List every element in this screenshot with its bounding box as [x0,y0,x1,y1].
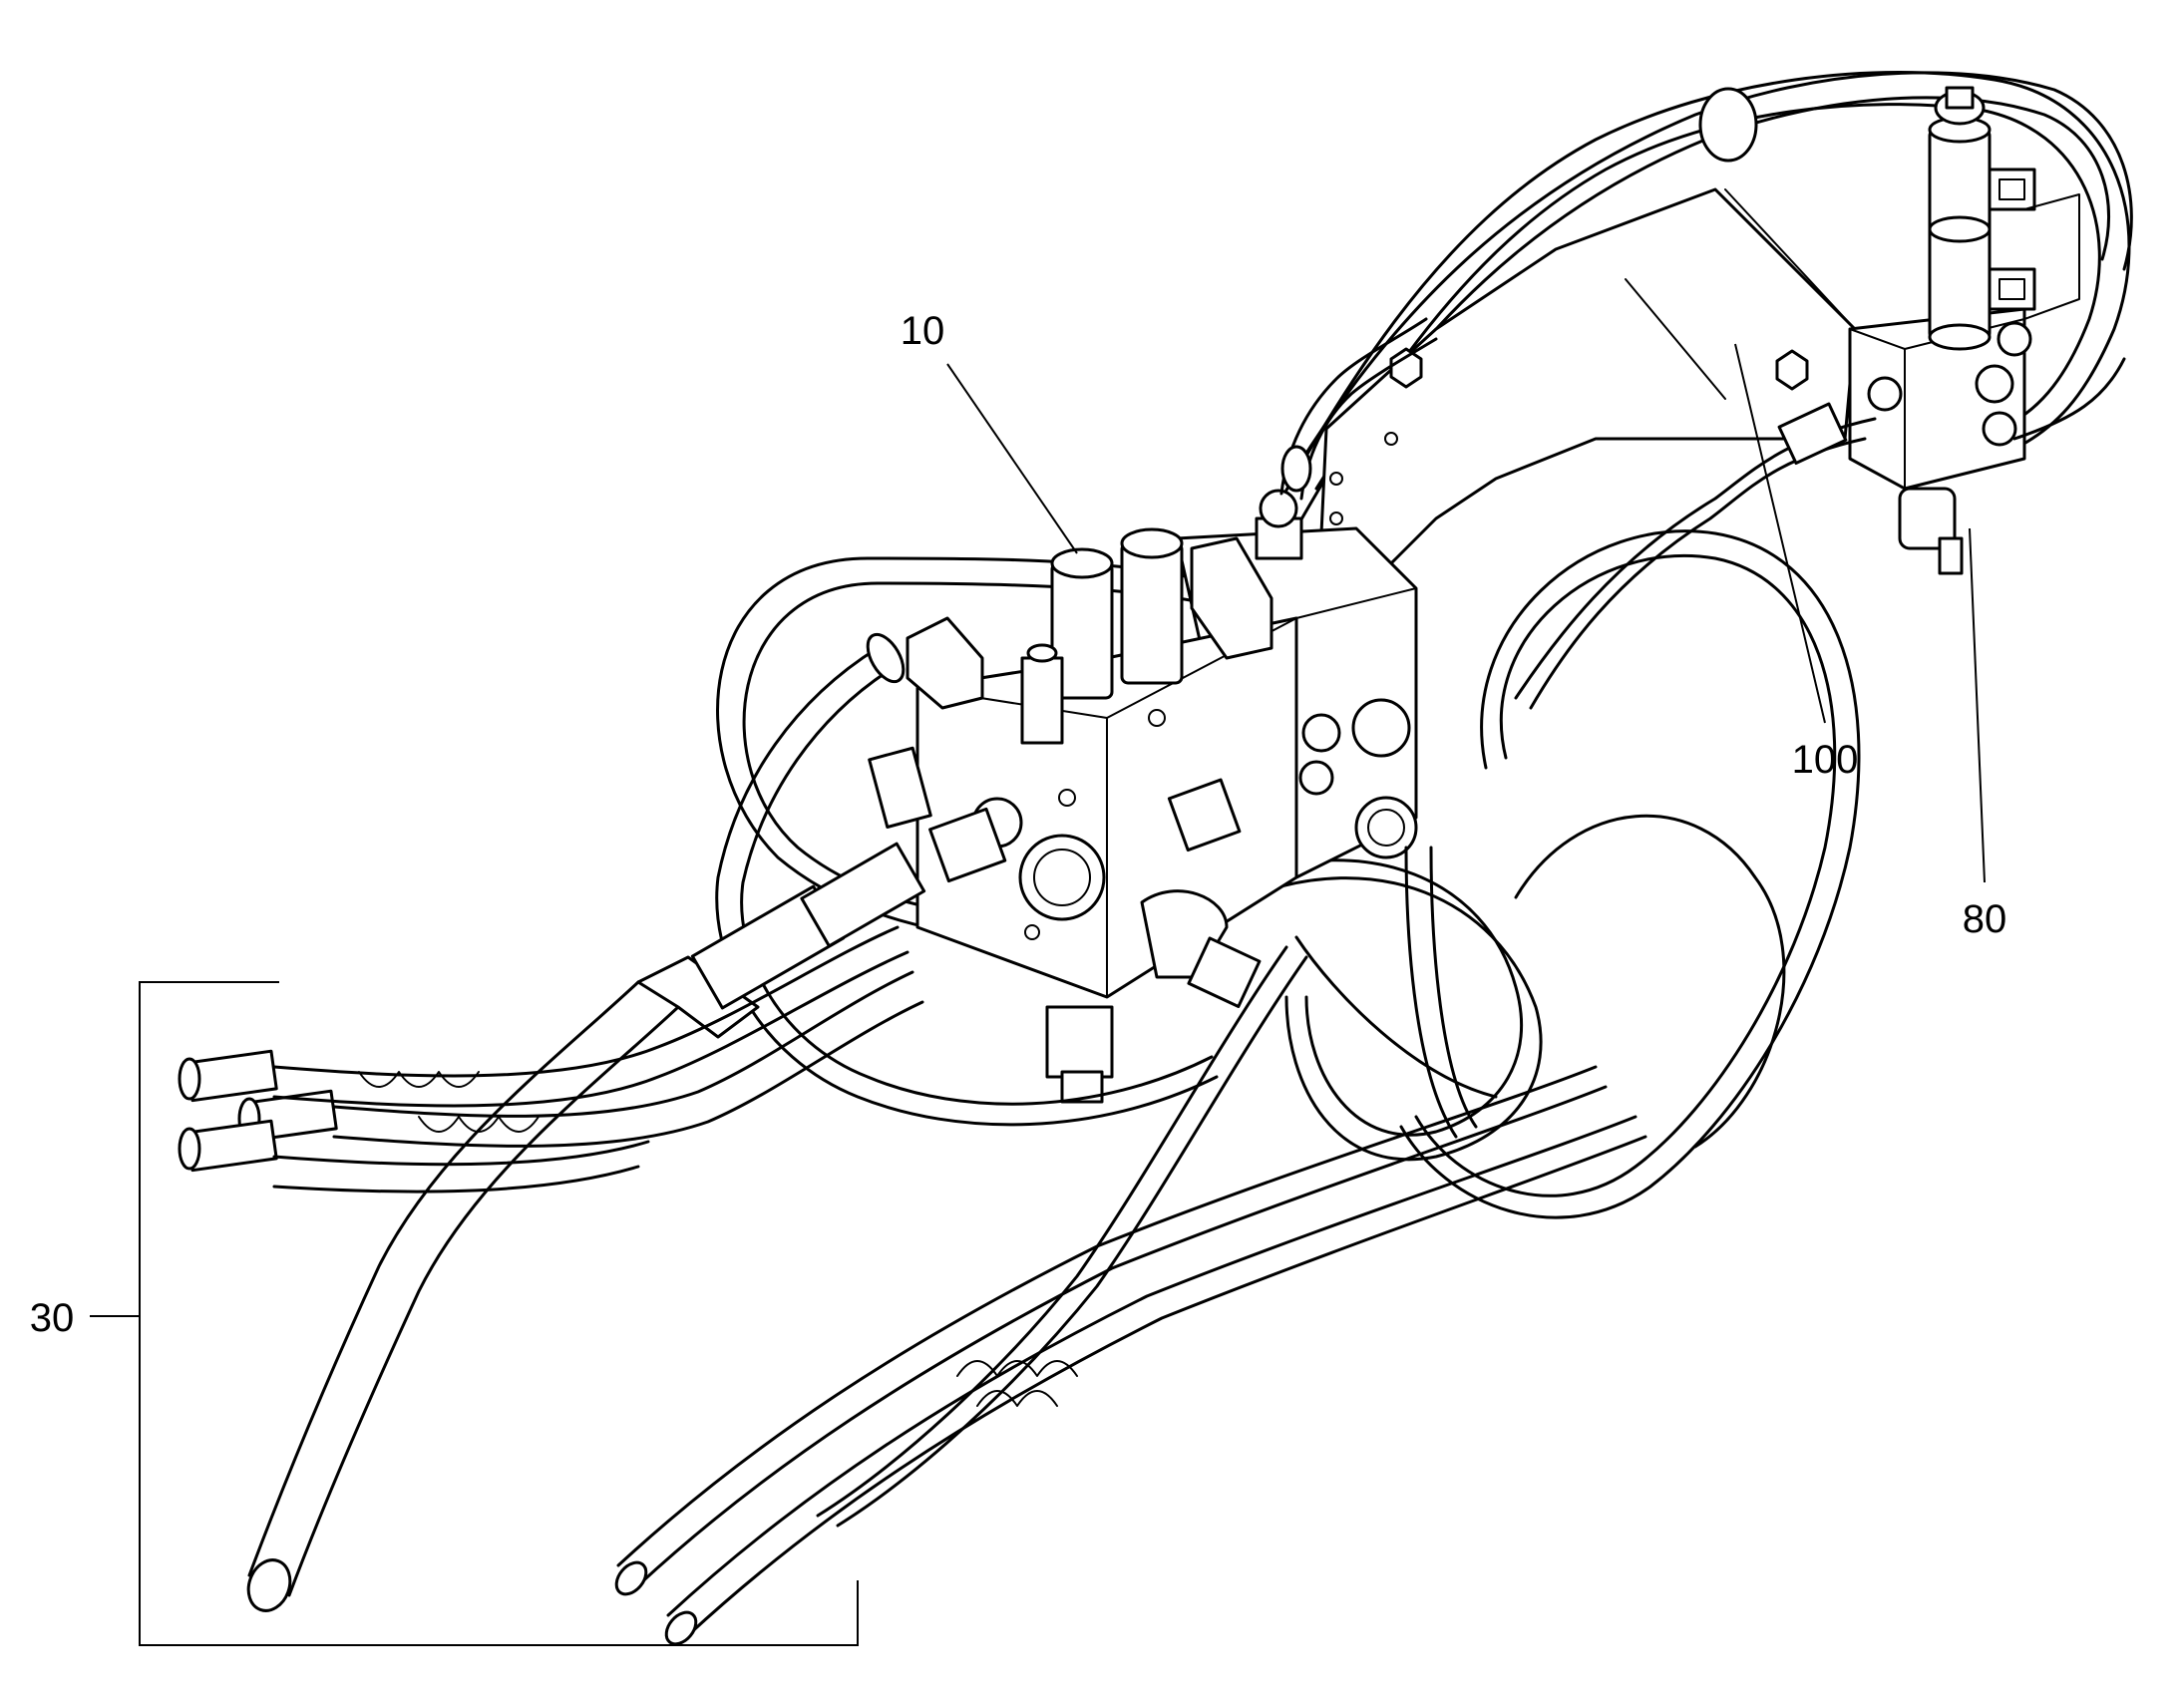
callout-30: 30 [30,1296,75,1340]
lower-hose-loops [716,529,1861,1219]
callout-10: 10 [901,309,945,353]
valve-block [868,489,1418,1104]
hose-kit-bracket [90,981,859,1646]
solenoid-valve [1848,86,2080,575]
valve-block-hoses [715,317,1478,1139]
leader-lines [946,343,1986,883]
hose-kit [178,842,926,1612]
callout-80: 80 [1963,897,2007,941]
solenoid-hoses [1514,357,2126,710]
lower-twin-hoses [614,1065,1647,1646]
upper-hose-loop [1235,71,2133,600]
bracket-bolt [1389,347,1809,391]
quick-coupler [178,1049,338,1173]
callout-100: 100 [1792,738,1859,782]
center-hoses [816,935,1498,1528]
